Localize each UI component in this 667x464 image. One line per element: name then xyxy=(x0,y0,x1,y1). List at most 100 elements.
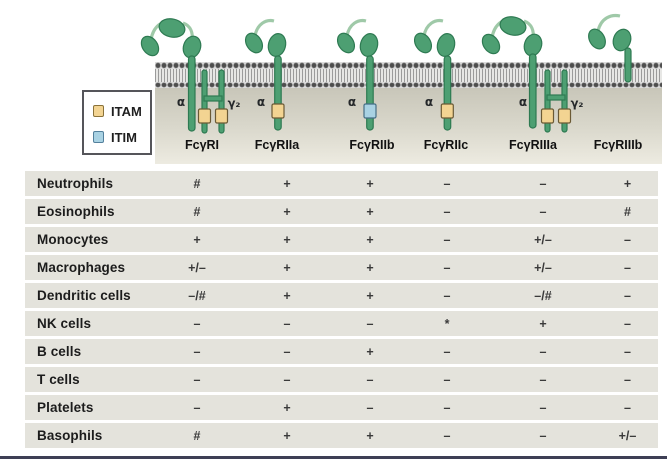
cell-value: +/– xyxy=(534,260,552,275)
bottom-divider xyxy=(0,456,667,459)
alpha-chain-label: α xyxy=(424,95,434,109)
cell-value: +/– xyxy=(188,260,206,275)
alpha-chain-label: α xyxy=(176,95,186,109)
domain-connector xyxy=(422,18,444,37)
cell-value: + xyxy=(366,260,374,275)
cell-value: – xyxy=(366,400,374,415)
table-row-eosinophils: Eosinophils # + + – – # xyxy=(25,199,658,224)
cell-value: + xyxy=(366,288,374,303)
legend-item-itim: ITIM xyxy=(93,124,150,150)
cell-value: # xyxy=(193,428,201,443)
cell-value: – xyxy=(193,372,201,387)
gamma-chain-label: γ₂ xyxy=(570,96,584,110)
alpha-chain-label: α xyxy=(518,95,528,109)
ig-domain-oval xyxy=(158,18,186,38)
itam-box-icon xyxy=(197,108,212,124)
row-label: NK cells xyxy=(37,316,92,331)
receptor-name-fcgriia: FcγRIIa xyxy=(254,138,300,152)
cell-value: + xyxy=(283,204,291,219)
cell-value: +/– xyxy=(618,428,637,443)
row-label: B cells xyxy=(37,344,82,359)
itam-swatch-icon xyxy=(93,105,104,117)
alpha-chain-stem xyxy=(366,55,374,131)
ig-domain-oval xyxy=(336,32,356,54)
alpha-chain-stem xyxy=(443,55,452,131)
alpha-chain-stem xyxy=(528,53,537,129)
cell-value: – xyxy=(624,260,631,275)
cell-value: –/# xyxy=(534,288,552,303)
legend-label-itim: ITIM xyxy=(111,129,137,145)
cell-value: – xyxy=(624,232,631,247)
cell-value: # xyxy=(193,204,201,219)
gamma-chain-bridge xyxy=(203,95,223,102)
cell-value: – xyxy=(624,372,631,387)
receptor-diagrams xyxy=(140,13,632,134)
cell-value: + xyxy=(283,400,291,415)
ig-domain-oval xyxy=(140,35,160,57)
domain-connector xyxy=(345,18,367,37)
row-label: Macrophages xyxy=(37,260,126,275)
legend-item-itam: ITAM xyxy=(93,98,150,124)
cell-membrane-graphic xyxy=(155,62,662,88)
ig-domain-oval xyxy=(588,28,606,50)
table-row-b-cells: B cells – – + – – – xyxy=(25,339,658,364)
cell-value: – xyxy=(624,288,631,303)
cell-value: * xyxy=(444,316,450,331)
cell-value: – xyxy=(624,344,631,359)
itam-box-icon xyxy=(440,103,454,119)
receptor-name-fcgriib: FcγRIIb xyxy=(349,138,395,152)
receptor-fcgriiia-graphic xyxy=(481,16,572,133)
cell-value: + xyxy=(623,176,632,191)
cell-value: – xyxy=(366,316,374,331)
row-label: Platelets xyxy=(37,400,94,415)
cell-value: – xyxy=(539,372,547,387)
cell-value: + xyxy=(193,232,201,247)
ig-domain-oval xyxy=(244,32,264,54)
row-label: Basophils xyxy=(37,428,103,443)
receptor-name-fcgri: FcγRI xyxy=(184,138,220,152)
table-row-macrophages: Macrophages +/– + + – +/– – xyxy=(25,255,658,280)
receptor-name-fcgriiib: FcγRIIIb xyxy=(593,138,643,152)
table-row-platelets: Platelets – + – – – – xyxy=(25,395,658,420)
table-row-basophils: Basophils # + + – – +/– xyxy=(25,423,658,448)
cell-value: – xyxy=(443,344,451,359)
cell-value: + xyxy=(283,428,291,443)
row-label: Eosinophils xyxy=(37,204,115,219)
cell-value: + xyxy=(283,260,291,275)
expression-table: Neutrophils # + + – – + Eosinophils # + … xyxy=(25,171,658,451)
cell-value: + xyxy=(539,316,547,331)
cell-value: – xyxy=(443,372,451,387)
cell-value: + xyxy=(283,288,291,303)
table-row-nk-cells: NK cells – – – * + – xyxy=(25,311,658,336)
receptor-fcgri-graphic xyxy=(140,18,229,134)
cell-value: – xyxy=(539,176,547,191)
row-label: Dendritic cells xyxy=(37,288,131,303)
table-row-t-cells: T cells – – – – – – xyxy=(25,367,658,392)
gpi-anchor-stem xyxy=(624,47,632,83)
cell-value: # xyxy=(193,176,201,191)
cell-value: – xyxy=(193,400,201,415)
table-row-dendritic-cells: Dendritic cells –/# + + – –/# – xyxy=(25,283,658,308)
ig-domain-oval xyxy=(612,28,632,52)
alpha-chain-label: α xyxy=(347,95,357,109)
receptor-name-fcgriic: FcγRIIc xyxy=(423,138,469,152)
table-row-monocytes: Monocytes + + + – +/– – xyxy=(25,227,658,252)
itam-box-icon xyxy=(540,108,555,124)
cell-value: – xyxy=(539,428,547,443)
cell-value: – xyxy=(443,204,451,219)
cell-value: – xyxy=(283,316,291,331)
ig-domain-oval xyxy=(359,33,379,57)
cell-value: – xyxy=(193,344,201,359)
cell-value: – xyxy=(539,400,547,415)
row-label: T cells xyxy=(37,372,80,387)
receptor-fcgriia-graphic xyxy=(244,18,287,131)
itim-box-icon xyxy=(363,103,377,119)
ig-domain-oval xyxy=(267,33,287,57)
cell-value: – xyxy=(366,372,374,387)
cytoplasm-background xyxy=(155,88,662,164)
domain-connector xyxy=(253,18,275,37)
cell-value: – xyxy=(443,428,451,443)
cell-value: +/– xyxy=(534,232,552,247)
cell-value: – xyxy=(539,204,547,219)
